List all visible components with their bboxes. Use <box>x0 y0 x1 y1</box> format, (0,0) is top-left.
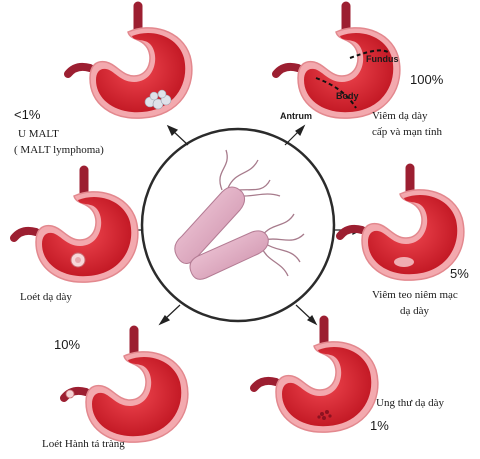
duodenal-ulcer-label: Loét Hành tá tràng <box>42 438 125 450</box>
malt-label-line1: U MALT <box>18 128 59 140</box>
gastritis-percentage: 100% <box>410 72 444 87</box>
malt-label-line2: ( MALT lymphoma) <box>14 144 104 156</box>
region-antrum-label: Antrum <box>280 111 312 121</box>
stomach-malt-lymphoma <box>68 6 192 118</box>
atrophy-label-line2: dạ dày <box>400 305 430 317</box>
center-circle <box>140 127 336 323</box>
duodenal-ulcer-percentage: 10% <box>54 337 81 352</box>
atrophy-percentage: 5% <box>450 266 469 281</box>
stomach-cancer <box>254 320 378 432</box>
cancer-percentage: 1% <box>370 418 389 433</box>
stomach-duodenal-ulcer <box>64 330 188 442</box>
stomach-atrophy <box>340 168 464 280</box>
stomach-gastritis <box>276 6 400 118</box>
gastritis-label-line2: cấp và mạn tính <box>372 126 442 138</box>
gastritis-label-line1: Viêm dạ dày <box>372 110 428 122</box>
cancer-label: Ung thư dạ dày <box>376 397 444 409</box>
malt-percentage: <1% <box>14 107 41 122</box>
helicobacter-pylori-illustration <box>174 149 305 280</box>
region-fundus-label: Fundus <box>366 54 399 64</box>
atrophy-label-line1: Viêm teo niêm mạc <box>372 289 458 301</box>
stomach-ulcer <box>14 170 138 282</box>
region-body-label: Body <box>336 91 359 101</box>
ulcer-label: Loét dạ dày <box>20 291 72 303</box>
